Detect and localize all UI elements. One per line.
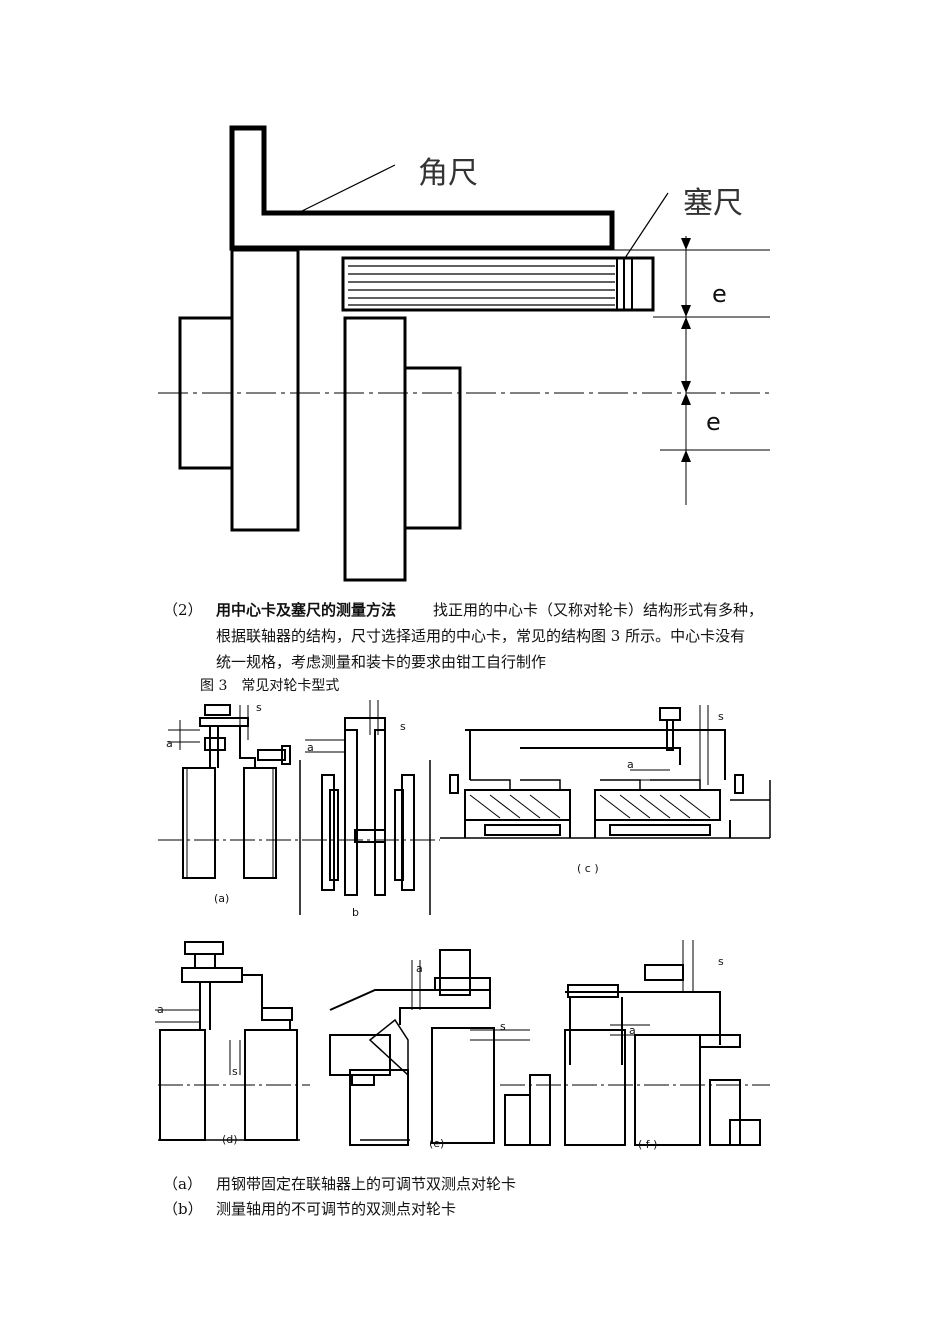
figure3-bottom-row-diagram [155, 940, 770, 1146]
subfigure-label-e: (e) [429, 1137, 445, 1150]
paragraph-heading: 用中心卡及塞尺的测量方法 [216, 601, 397, 619]
card-e-drawing [329, 949, 495, 1146]
figure3-caption: 图 3 常见对轮卡型式 [200, 678, 340, 694]
dim-label-s-6: s [718, 955, 724, 968]
note-a-mark: （a） [163, 1175, 202, 1193]
card-d-drawing [158, 941, 300, 1141]
dim-label-a-4: a [157, 1003, 164, 1016]
subfigure-label-b: b [352, 906, 359, 919]
feeler-gauge-leaves [348, 265, 615, 306]
paragraph-line-2: 根据联轴器的结构，尺寸选择适用的中心卡，常见的结构图 3 所示。中心卡没有 [216, 627, 746, 645]
dim-label-a-3: a [627, 758, 634, 771]
note-b-text: 测量轴用的不可调节的双测点对轮卡 [216, 1200, 457, 1218]
note-b-mark: （b） [163, 1200, 203, 1218]
dim-label-s-5: s [500, 1020, 506, 1033]
card-b-drawing [299, 717, 431, 915]
dim-label-a-5: a [416, 962, 423, 975]
left-coupling-flange [230, 248, 300, 532]
dim-label-s-2: s [400, 720, 406, 733]
paragraph-number: （2） [163, 601, 203, 619]
subfigure-label-a: (a) [214, 892, 230, 905]
label-e-bottom: e [706, 408, 721, 436]
note-a-text: 用钢带固定在联轴器上的可调节双测点对轮卡 [216, 1175, 517, 1193]
figure3-top-row-diagram [158, 700, 771, 915]
figure-square-feeler-diagram [158, 125, 770, 582]
label-feeler-gauge: 塞尺 [683, 186, 743, 221]
feeler-gauge [341, 256, 655, 312]
paragraph-line-3: 统一规格，考虑测量和装卡的要求由钳工自行制作 [216, 653, 547, 671]
card-a-drawing [182, 704, 291, 879]
label-e-top: e [712, 280, 727, 308]
leader-feeler [624, 192, 669, 259]
square-ruler [229, 125, 615, 251]
dim-label-a-6: a [629, 1024, 636, 1037]
dim-label-s-3: s [718, 710, 724, 723]
paragraph-line-1: 找正用的中心卡（又称对轮卡）结构形式有多种， [433, 601, 764, 619]
dim-label-s-4: s [232, 1065, 238, 1078]
dim-label-s-1: s [256, 701, 262, 714]
card-c-drawing [440, 707, 771, 839]
label-square-ruler: 角尺 [418, 156, 478, 191]
card-f-drawing [504, 964, 761, 1146]
subfigure-label-f: ( f ) [638, 1138, 658, 1151]
leader-square [299, 164, 396, 213]
right-coupling-flange [343, 316, 407, 582]
dim-label-a-1: a [166, 737, 173, 750]
subfigure-label-c: ( c ) [577, 862, 599, 875]
subfigure-label-d: (d) [222, 1133, 238, 1146]
right-coupling-hub [403, 366, 462, 530]
dim-label-a-2: a [307, 741, 314, 754]
